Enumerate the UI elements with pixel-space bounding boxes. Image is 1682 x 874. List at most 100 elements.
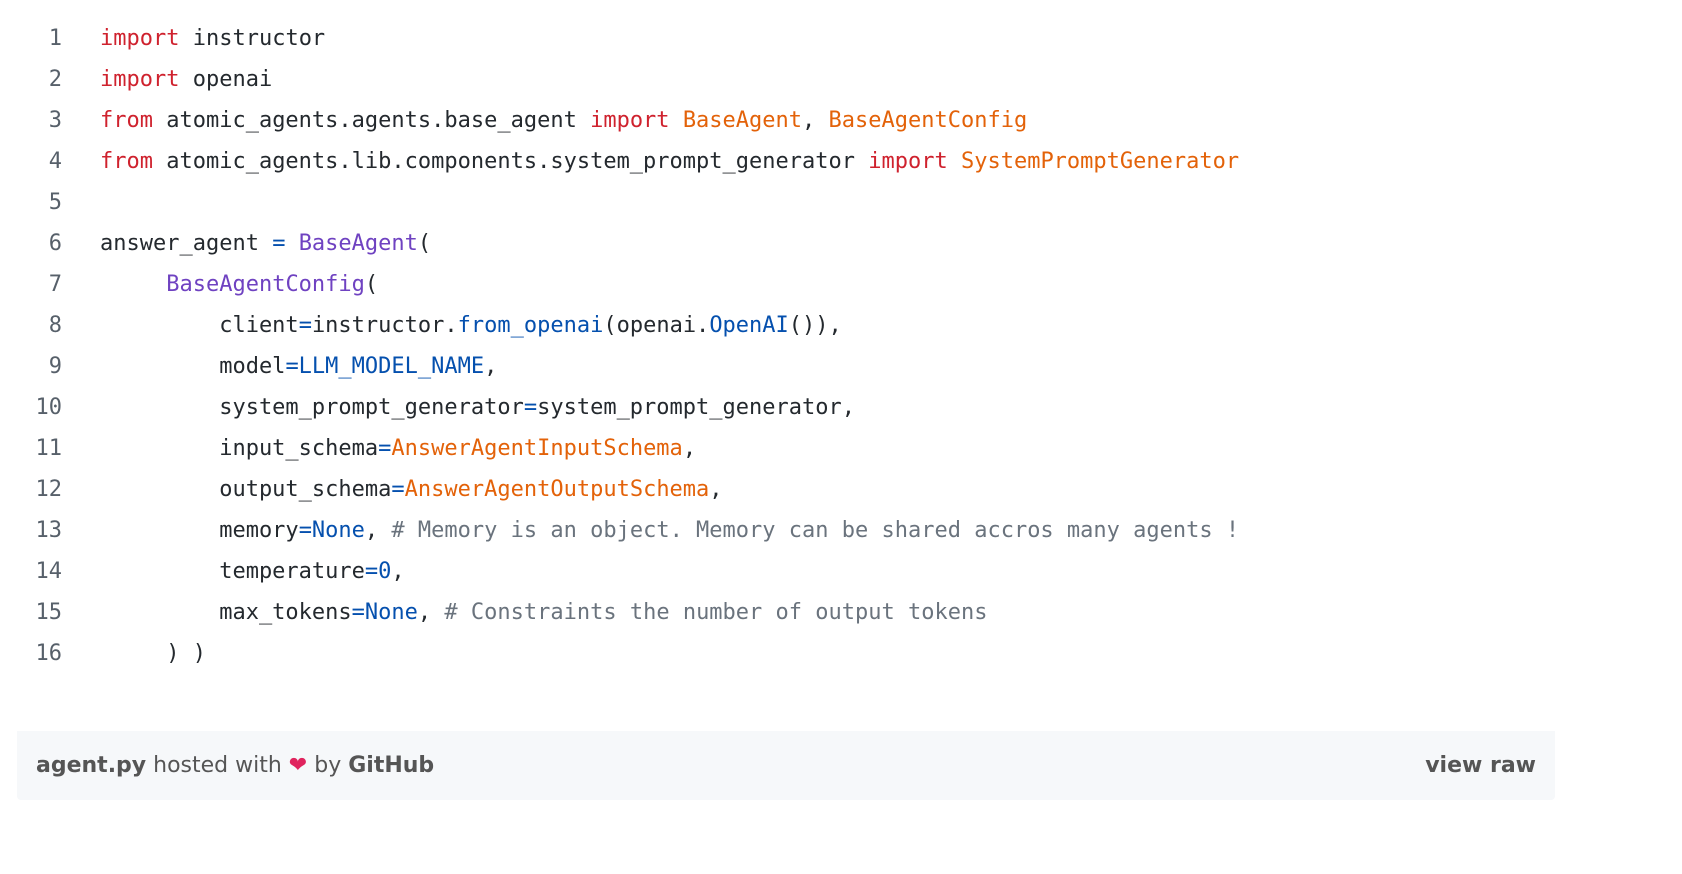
code-token: model — [100, 354, 286, 379]
code-line: 9 model=LLM_MODEL_NAME, — [0, 346, 1560, 387]
code-token: , — [802, 108, 829, 133]
code-token: , — [391, 559, 405, 584]
code-token: OpenAI — [709, 313, 789, 338]
code-token: , — [417, 600, 445, 625]
code-token: input_schema — [100, 436, 379, 461]
line-number: 6 — [48, 231, 62, 256]
line-code: BaseAgentConfig( — [100, 264, 378, 305]
code-token: import — [590, 108, 670, 133]
line-code: model=LLM_MODEL_NAME, — [100, 346, 497, 387]
line-number: 8 — [48, 313, 62, 338]
gist-footer: agent.py hosted with ❤ by GitHub view ra… — [17, 731, 1555, 800]
line-code: max_tokens=None, # Constraints the numbe… — [100, 592, 987, 633]
line-code: import instructor — [100, 18, 325, 59]
code-token: instructor. — [311, 313, 458, 338]
line-code: output_schema=AnswerAgentOutputSchema, — [100, 469, 723, 510]
code-token: ( — [364, 272, 379, 297]
code-token: client — [100, 313, 299, 338]
line-code: memory=None, # Memory is an object. Memo… — [100, 510, 1239, 551]
line-code: ) ) — [100, 633, 206, 674]
line-number: 14 — [35, 559, 63, 584]
code-token: AnswerAgentOutputSchema — [404, 477, 710, 502]
code-line: 8 client=instructor.from_openai(openai.O… — [0, 305, 1560, 346]
line-number: 9 — [48, 354, 62, 379]
code-token: openai — [179, 67, 273, 92]
line-number: 3 — [48, 108, 62, 133]
code-line: 1 import instructor — [0, 18, 1560, 59]
code-line: 3 from atomic_agents.agents.base_agent im… — [0, 100, 1560, 141]
code-token: =None — [351, 600, 418, 625]
line-number: 15 — [35, 600, 63, 625]
view-raw-link[interactable]: view raw — [1425, 753, 1536, 778]
code-token: ) ) — [100, 641, 206, 666]
code-token: max_tokens — [100, 600, 352, 625]
code-line: 2 import openai — [0, 59, 1560, 100]
code-token — [670, 108, 683, 133]
code-token: ( — [417, 231, 432, 256]
code-token: import — [868, 149, 948, 174]
code-token: , — [484, 354, 498, 379]
code-token: BaseAgent — [682, 108, 803, 133]
code-token: ()), — [788, 313, 842, 338]
code-token: = — [378, 436, 392, 461]
code-token — [100, 272, 166, 297]
code-token: temperature — [100, 559, 365, 584]
line-number: 1 — [48, 26, 62, 51]
line-code: from atomic_agents.lib.components.system… — [100, 141, 1239, 182]
code-token: , — [364, 518, 392, 543]
code-token: atomic_agents.agents.base_agent — [152, 108, 591, 133]
code-line: 11 input_schema=AnswerAgentInputSchema, — [0, 428, 1560, 469]
line-code: input_schema=AnswerAgentInputSchema, — [100, 428, 696, 469]
code-token: atomic_agents.lib.components.system_prom… — [152, 149, 869, 174]
code-line: 7 BaseAgentConfig( — [0, 264, 1560, 305]
code-line: 15 max_tokens=None, # Constraints the nu… — [0, 592, 1560, 633]
code-line: 16 ) ) — [0, 633, 1560, 674]
code-token — [285, 231, 298, 256]
code-token: memory — [100, 518, 299, 543]
line-number: 11 — [35, 436, 63, 461]
code-token: # Constraints the number of output token… — [444, 600, 988, 625]
line-code: answer_agent = BaseAgent( — [100, 223, 431, 264]
code-token: , — [682, 436, 697, 461]
code-line: 14 temperature=0, — [0, 551, 1560, 592]
hosted-with-text: hosted with — [146, 753, 289, 778]
line-code: system_prompt_generator=system_prompt_ge… — [100, 387, 855, 428]
code-token: from — [100, 149, 153, 174]
line-code: from atomic_agents.agents.base_agent imp… — [100, 100, 1027, 141]
code-token: =LLM_MODEL_NAME — [285, 354, 485, 379]
code-token: from_openai — [457, 313, 604, 338]
line-number: 5 — [48, 190, 62, 215]
by-text: by — [307, 753, 349, 778]
code-token: import — [100, 67, 180, 92]
code-token: SystemPromptGenerator — [960, 149, 1240, 174]
line-number: 7 — [48, 272, 62, 297]
code-token — [948, 149, 961, 174]
line-code: temperature=0, — [100, 551, 405, 592]
code-token: import — [100, 26, 180, 51]
line-number: 2 — [48, 67, 62, 92]
line-number: 10 — [35, 395, 63, 420]
code-token: =None — [298, 518, 365, 543]
github-link[interactable]: GitHub — [348, 753, 435, 778]
code-line: 12 output_schema=AnswerAgentOutputSchema… — [0, 469, 1560, 510]
line-number: 16 — [35, 641, 63, 666]
code-token: instructor — [179, 26, 326, 51]
code-token: = — [298, 313, 312, 338]
code-token: AnswerAgentInputSchema — [391, 436, 683, 461]
file-link[interactable]: agent.py — [36, 753, 147, 778]
code-line: 6 answer_agent = BaseAgent( — [0, 223, 1560, 264]
code-token: =0 — [364, 559, 392, 584]
code-token: system_prompt_generator, — [537, 395, 855, 420]
code-token: (openai. — [603, 313, 710, 338]
code-token: output_schema — [100, 477, 392, 502]
code-token: BaseAgentConfig — [828, 108, 1028, 133]
code-line: 5 — [0, 182, 1560, 223]
code-token: , — [709, 477, 723, 502]
code-token: BaseAgent — [298, 231, 418, 256]
line-number: 4 — [48, 149, 62, 174]
code-token: = — [391, 477, 405, 502]
code-token: = — [272, 231, 286, 256]
gist-meta: agent.py hosted with ❤ by GitHub — [36, 731, 434, 800]
code-token: from — [100, 108, 153, 133]
